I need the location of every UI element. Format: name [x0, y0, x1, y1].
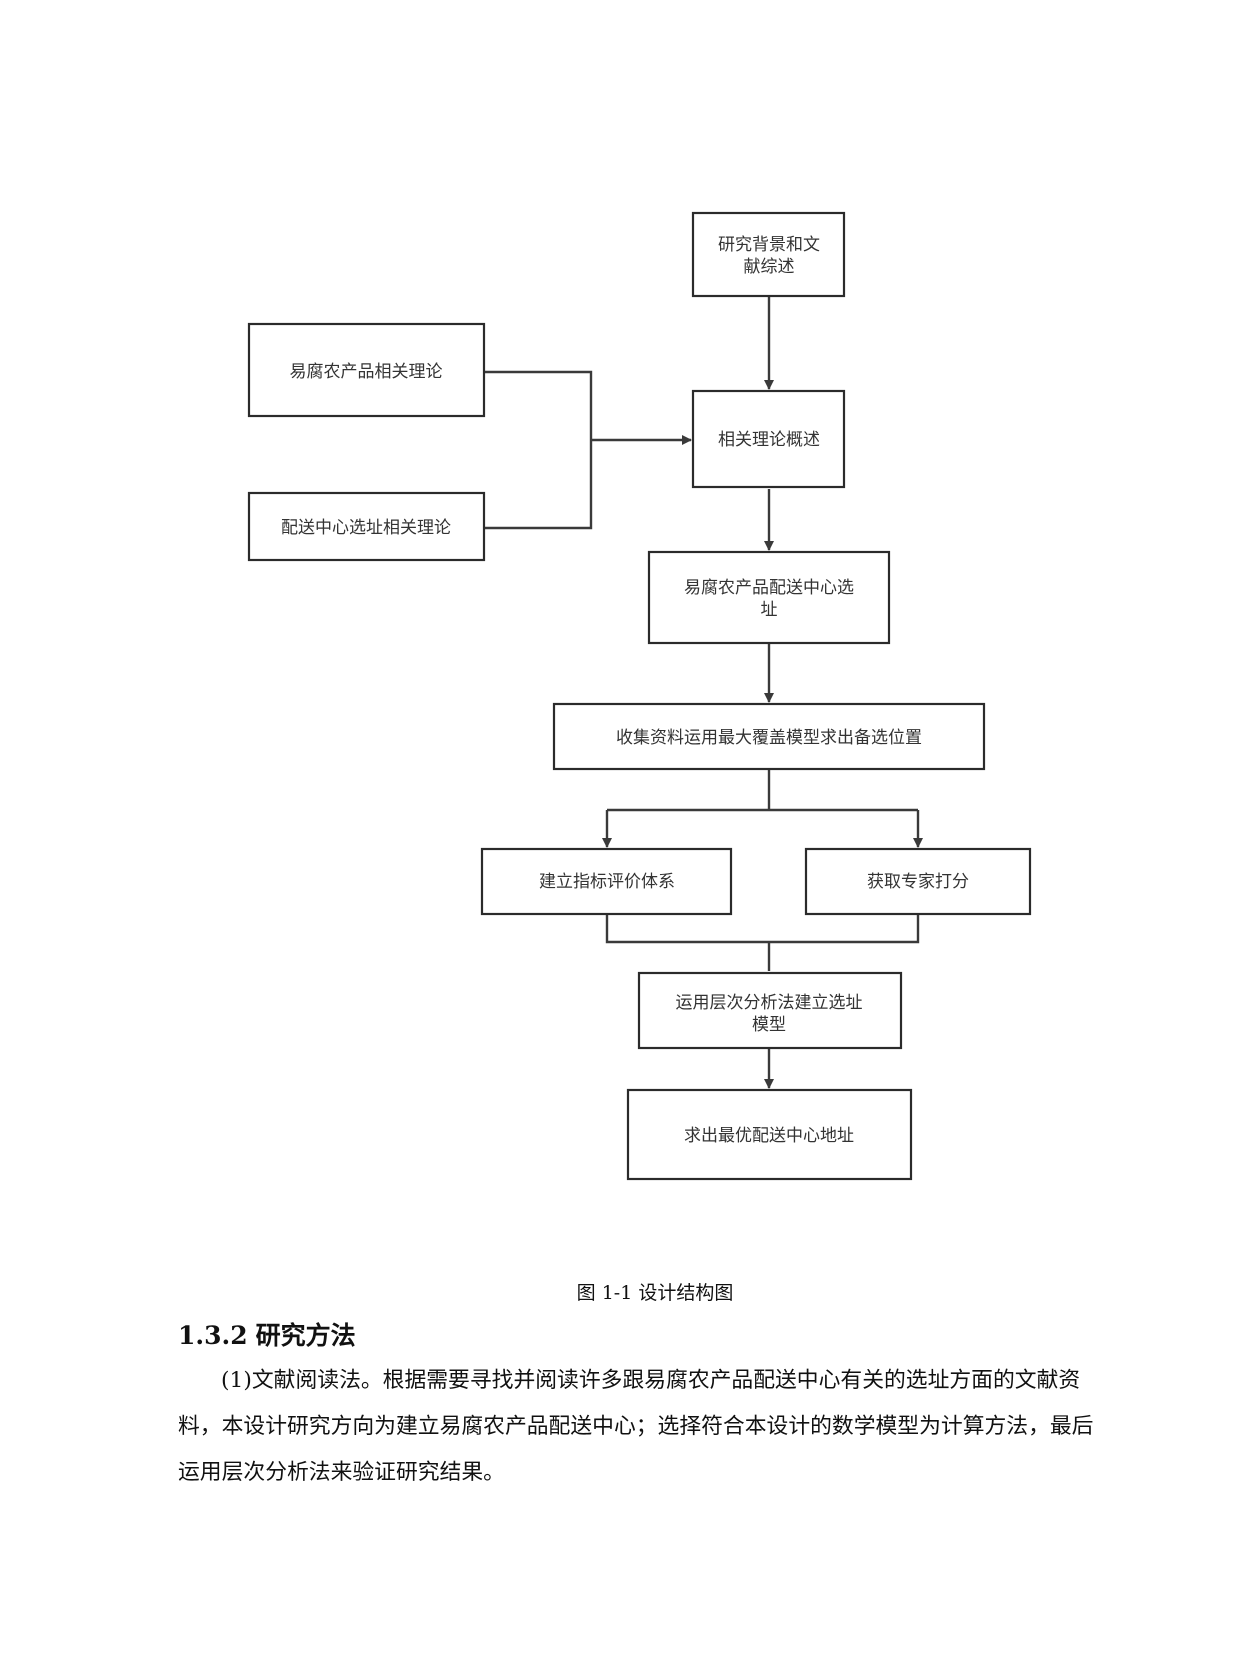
node-label-line: 研究背景和文 — [718, 235, 820, 255]
body-paragraph: (1)文献阅读法。根据需要寻找并阅读许多跟易腐农产品配送中心有关的选址方面的文献… — [178, 1368, 1094, 1485]
figure-caption: 图 1-1 设计结构图 — [576, 1282, 734, 1304]
connector-perishable-theory — [485, 370, 593, 530]
node-label-line: 运用层次分析法建立选址 — [676, 993, 863, 1013]
flowchart-connectors — [485, 296, 923, 1089]
node-ahp-model: 运用层次分析法建立选址 模型 — [637, 971, 903, 1050]
design-structure-flowchart: 研究背景和文 献综述 易腐农产品相关理论 相关理论概述 配送中心选址相关理论 易… — [247, 211, 1032, 1181]
node-label-line: 易腐农产品配送中心选 — [684, 578, 854, 598]
node-dc-location: 易腐农产品配送中心选 址 — [647, 550, 891, 645]
node-label-line: 献综述 — [744, 257, 795, 277]
node-label-line: 模型 — [752, 1015, 786, 1035]
node-label-line: 易腐农产品相关理论 — [290, 362, 443, 382]
node-max-coverage: 收集资料运用最大覆盖模型求出备选位置 — [552, 702, 986, 771]
section-number: 1.3.2 — [178, 1321, 248, 1350]
node-index-system: 建立指标评价体系 — [480, 847, 733, 916]
node-label-line: 建立指标评价体系 — [539, 872, 675, 892]
node-theory-overview: 相关理论概述 — [691, 389, 846, 489]
node-optimal-address: 求出最优配送中心地址 — [626, 1088, 913, 1181]
node-label-line: 址 — [761, 600, 778, 620]
node-label-line: 求出最优配送中心地址 — [684, 1126, 854, 1146]
node-expert-scoring: 获取专家打分 — [804, 847, 1032, 916]
node-research-background: 研究背景和文 献综述 — [691, 211, 846, 298]
section-title: 研究方法 — [255, 1321, 356, 1350]
node-label-line: 获取专家打分 — [867, 872, 969, 892]
node-perishable-theory: 易腐农产品相关理论 — [247, 322, 486, 418]
node-label-line: 收集资料运用最大覆盖模型求出备选位置 — [616, 728, 922, 748]
node-site-selection-theory: 配送中心选址相关理论 — [247, 491, 486, 562]
connector-merge — [605, 914, 920, 944]
node-label-line: 配送中心选址相关理论 — [281, 518, 451, 538]
node-label-line: 相关理论概述 — [718, 430, 820, 450]
